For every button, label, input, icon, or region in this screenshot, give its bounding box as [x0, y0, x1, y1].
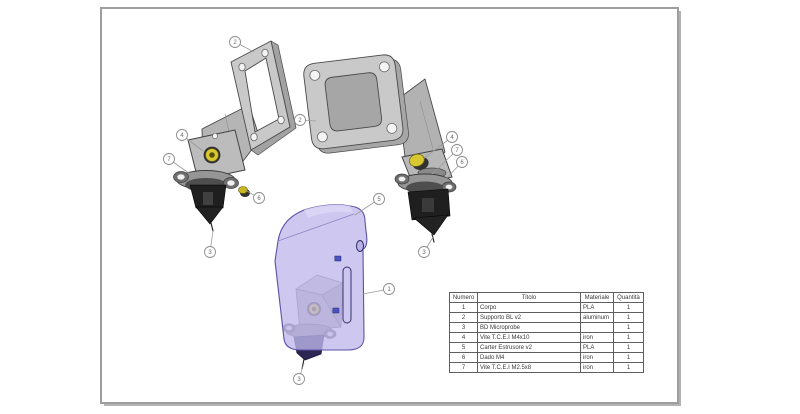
bom-cell: 1: [613, 322, 644, 333]
bom-cell: PLA: [580, 342, 614, 353]
bom-header-cell: Numero: [449, 292, 478, 303]
bom-cell: iron: [580, 362, 614, 373]
bom-cell: 6: [449, 352, 478, 363]
svg-text:3: 3: [422, 250, 426, 256]
bom-header-cell: Quantità: [613, 292, 644, 303]
carter-slot: [342, 266, 352, 324]
svg-text:1: 1: [387, 287, 391, 293]
balloon-3: 3: [418, 236, 434, 258]
bom-cell: Supporto BL v2: [477, 312, 581, 323]
carter-top-face: [304, 204, 353, 218]
svg-text:7: 7: [455, 148, 459, 154]
carter-edge-line: [277, 213, 355, 242]
bom-cell: Vite T.C.E.I M2.5x8: [477, 362, 581, 373]
left-frame-corner-holes: [238, 48, 285, 142]
bom-cell: 1: [613, 342, 644, 353]
bom-cell: Corpo: [477, 302, 581, 313]
balloon-4: 4: [176, 129, 204, 152]
right-probe-assembly: [303, 54, 457, 243]
balloon-4: 4: [422, 131, 458, 160]
balloon-6: 6: [244, 189, 265, 204]
bom-cell: BD Microprobe: [477, 322, 581, 333]
left-probe-assembly: [173, 40, 297, 232]
balloon-3: 3: [204, 230, 216, 258]
bom-cell: Vite T.C.E.I M4x10: [477, 332, 581, 343]
balloon-2: 2: [229, 36, 255, 53]
right-arm-edge-line: [419, 100, 434, 150]
left-microprobe: [189, 184, 227, 232]
carter-oval-hole: [356, 240, 364, 252]
balloon-6: 6: [441, 156, 468, 184]
left-probe-needle: [210, 222, 214, 232]
left-screw-m4x10: [203, 146, 221, 164]
right-screw-m4x10: [409, 153, 429, 170]
bom-cell: 5: [449, 342, 478, 353]
bom-cell: aluminum: [580, 312, 614, 323]
svg-text:7: 7: [167, 157, 171, 163]
carter-cover: [274, 204, 368, 351]
bom-header-cell: Titolo: [477, 292, 581, 303]
bom-cell: 1: [613, 312, 644, 323]
bom-cell: Carter Estrusore v2: [477, 342, 581, 353]
svg-text:6: 6: [257, 196, 261, 202]
balloon-2: 2: [294, 114, 317, 126]
right-microprobe: [407, 188, 451, 243]
center-extruder-assembly: [274, 204, 368, 370]
bom-cell: 4: [449, 332, 478, 343]
bom-cell: 2: [449, 312, 478, 323]
svg-text:6: 6: [460, 160, 464, 166]
bom-cell: PLA: [580, 302, 614, 313]
svg-text:2: 2: [233, 40, 237, 46]
svg-text:3: 3: [208, 250, 212, 256]
bom-cell: 1: [613, 362, 644, 373]
bom-cell: 1: [613, 352, 644, 363]
left-support-frame: [230, 40, 291, 151]
bom-cell: [580, 322, 614, 333]
bom-cell: 1: [613, 332, 644, 343]
balloon-5: 5: [354, 193, 385, 216]
bom-cell: 1: [449, 302, 478, 313]
svg-text:2: 2: [298, 118, 302, 124]
bom-cell: iron: [580, 332, 614, 343]
bom-cell: 1: [613, 302, 644, 313]
balloon-7: 7: [163, 153, 191, 175]
carter-fasteners: [332, 255, 342, 314]
right-support-frame: [303, 54, 409, 154]
balloon-3: 3: [293, 362, 305, 385]
balloon-7: 7: [431, 144, 463, 175]
balloon-1: 1: [362, 283, 395, 295]
right-probe-needle: [431, 233, 435, 243]
svg-text:5: 5: [377, 197, 381, 203]
left-plate-hole: [212, 132, 218, 140]
bom-cell: iron: [580, 352, 614, 363]
svg-text:4: 4: [180, 133, 184, 139]
svg-text:4: 4: [450, 135, 454, 141]
bom-header-cell: Materiale: [580, 292, 614, 303]
bom-cell: 3: [449, 322, 478, 333]
bom-cell: Dado M4: [477, 352, 581, 363]
svg-text:3: 3: [297, 377, 301, 383]
right-frame-corner-holes: [309, 61, 398, 143]
bom-cell: 7: [449, 362, 478, 373]
